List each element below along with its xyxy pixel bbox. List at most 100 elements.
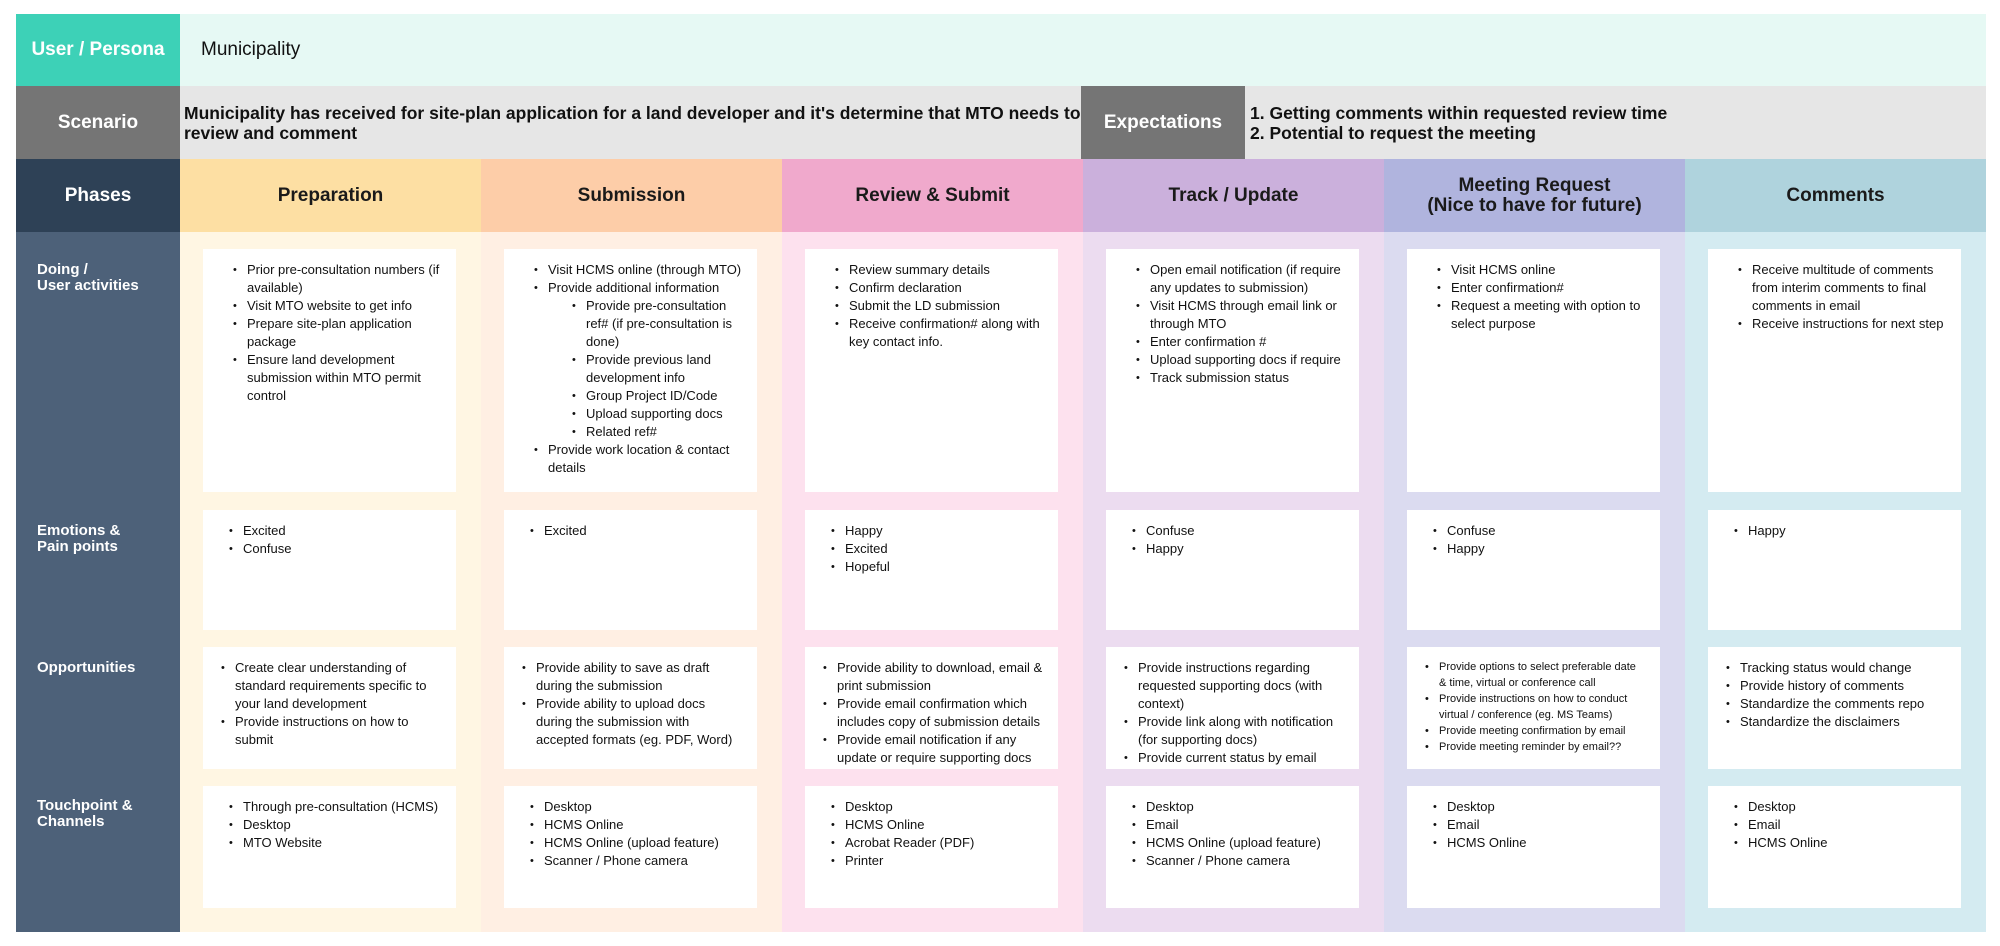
- phase-header-review-submit: Review & Submit: [782, 159, 1083, 232]
- list-item: Provide ability to download, email & pri…: [819, 659, 1044, 695]
- list-item: Desktop: [526, 798, 743, 816]
- list-item: Through pre-consultation (HCMS): [225, 798, 442, 816]
- phase-column-comments: Receive multitude of comments from inter…: [1685, 232, 1986, 932]
- emotions-list: ConfuseHappy: [1128, 522, 1345, 558]
- list-item: Provide instructions on how to submit: [217, 713, 442, 749]
- emotions-list: HappyExcitedHopeful: [827, 522, 1044, 576]
- emotions-card: ConfuseHappy: [1407, 510, 1660, 630]
- touchpoints-list: DesktopEmailHCMS Online (upload feature)…: [1128, 798, 1345, 870]
- list-item: Confirm declaration: [831, 279, 1044, 297]
- list-item: Confuse: [225, 540, 442, 558]
- list-item: Provide ability to upload docs during th…: [518, 695, 743, 749]
- list-item: Printer: [827, 852, 1044, 870]
- phase-column-preparation: Prior pre-consultation numbers (if avail…: [180, 232, 481, 932]
- phase-header-preparation: Preparation: [180, 159, 481, 232]
- list-item: Provide ability to save as draft during …: [518, 659, 743, 695]
- scenario-label: Scenario: [16, 86, 180, 159]
- list-item: Happy: [1730, 522, 1947, 540]
- doing-card: Visit HCMS onlineEnter confirmation#Requ…: [1407, 249, 1660, 492]
- expectations-text: 1. Getting comments within requested rev…: [1250, 86, 1667, 159]
- opportunities-list: Create clear understanding of standard r…: [217, 659, 442, 749]
- list-item: Email: [1730, 816, 1947, 834]
- touchpoints-list: DesktopHCMS OnlineAcrobat Reader (PDF)Pr…: [827, 798, 1044, 870]
- journey-map: User / Persona Municipality Scenario Mun…: [16, 14, 1986, 932]
- list-item: Provide link along with notification (fo…: [1120, 713, 1345, 749]
- persona-value: Municipality: [201, 39, 301, 60]
- list-item-label: Provide additional information: [548, 280, 720, 295]
- list-item: Excited: [827, 540, 1044, 558]
- expectation-line-2: 2. Potential to request the meeting: [1250, 122, 1536, 143]
- persona-label: User / Persona: [16, 14, 180, 86]
- doing-card: Receive multitude of comments from inter…: [1708, 249, 1961, 492]
- touchpoints-list: DesktopEmailHCMS Online: [1730, 798, 1947, 852]
- list-item: Prior pre-consultation numbers (if avail…: [229, 261, 442, 297]
- persona-row: User / Persona Municipality: [16, 14, 1986, 86]
- list-item: Open email notification (if require any …: [1132, 261, 1345, 297]
- list-item: HCMS Online (upload feature): [526, 834, 743, 852]
- list-item: Provide pre-consultation ref# (if pre-co…: [568, 297, 743, 351]
- doing-list: Review summary detailsConfirm declaratio…: [831, 261, 1044, 351]
- list-item: Provide meeting reminder by email??: [1421, 739, 1646, 755]
- emotions-list: ExcitedConfuse: [225, 522, 442, 558]
- list-item: Email: [1429, 816, 1646, 834]
- list-item: Desktop: [827, 798, 1044, 816]
- phase-header-meeting-request: Meeting Request (Nice to have for future…: [1384, 159, 1685, 232]
- opportunities-list: Provide instructions regarding requested…: [1120, 659, 1345, 767]
- list-item: Desktop: [1730, 798, 1947, 816]
- list-item: Visit HCMS online (through MTO): [530, 261, 743, 279]
- list-item: Desktop: [225, 816, 442, 834]
- doing-list: Receive multitude of comments from inter…: [1734, 261, 1947, 333]
- row-label-doing: Doing / User activities: [37, 261, 139, 294]
- emotions-card: ExcitedConfuse: [203, 510, 456, 630]
- emotions-list: Happy: [1730, 522, 1947, 540]
- list-item: Scanner / Phone camera: [1128, 852, 1345, 870]
- list-item: Track submission status: [1132, 369, 1345, 387]
- list-item: Visit HCMS online: [1433, 261, 1646, 279]
- list-item: Visit MTO website to get info: [229, 297, 442, 315]
- touchpoints-list: Through pre-consultation (HCMS)DesktopMT…: [225, 798, 442, 852]
- list-item: Happy: [827, 522, 1044, 540]
- list-item: Submit the LD submission: [831, 297, 1044, 315]
- opportunities-card: Provide options to select preferable dat…: [1407, 647, 1660, 769]
- touchpoints-card: Through pre-consultation (HCMS)DesktopMT…: [203, 786, 456, 908]
- list-item: Provide email notification if any update…: [819, 731, 1044, 767]
- list-item: Receive multitude of comments from inter…: [1734, 261, 1947, 315]
- list-item: Enter confirmation#: [1433, 279, 1646, 297]
- list-item: Excited: [225, 522, 442, 540]
- phases-label: Phases: [16, 159, 180, 232]
- touchpoints-list: DesktopEmailHCMS Online: [1429, 798, 1646, 852]
- touchpoints-list: DesktopHCMS OnlineHCMS Online (upload fe…: [526, 798, 743, 870]
- expectation-line-1: 1. Getting comments within requested rev…: [1250, 102, 1668, 123]
- list-item: Provide meeting confirmation by email: [1421, 723, 1646, 739]
- list-item: HCMS Online: [526, 816, 743, 834]
- list-item: Create clear understanding of standard r…: [217, 659, 442, 713]
- opportunities-list: Tracking status would changeProvide hist…: [1722, 659, 1947, 731]
- opportunities-card: Create clear understanding of standard r…: [203, 647, 456, 769]
- touchpoints-card: DesktopHCMS OnlineHCMS Online (upload fe…: [504, 786, 757, 908]
- list-item: Acrobat Reader (PDF): [827, 834, 1044, 852]
- list-item: Upload supporting docs if require: [1132, 351, 1345, 369]
- list-item: Hopeful: [827, 558, 1044, 576]
- opportunities-card: Provide ability to save as draft during …: [504, 647, 757, 769]
- list-item: Scanner / Phone camera: [526, 852, 743, 870]
- list-item: Happy: [1429, 540, 1646, 558]
- list-item: Confuse: [1429, 522, 1646, 540]
- emotions-card: Excited: [504, 510, 757, 630]
- opportunities-card: Provide instructions regarding requested…: [1106, 647, 1359, 769]
- list-item: Desktop: [1128, 798, 1345, 816]
- list-item: Enter confirmation #: [1132, 333, 1345, 351]
- list-item: Request a meeting with option to select …: [1433, 297, 1646, 333]
- list-item: Provide instructions on how to conduct v…: [1421, 691, 1646, 723]
- list-item: Visit HCMS through email link or through…: [1132, 297, 1345, 333]
- list-item: MTO Website: [225, 834, 442, 852]
- scenario-row: Scenario Municipality has received for s…: [16, 86, 1986, 159]
- list-item: Desktop: [1429, 798, 1646, 816]
- list-item: Provide instructions regarding requested…: [1120, 659, 1345, 713]
- scenario-text: Municipality has received for site-plan …: [184, 102, 1081, 143]
- phase-header-track-update: Track / Update: [1083, 159, 1384, 232]
- phase-column-meeting-request: Visit HCMS onlineEnter confirmation#Requ…: [1384, 232, 1685, 932]
- list-item: Provide options to select preferable dat…: [1421, 659, 1646, 691]
- emotions-list: Excited: [526, 522, 743, 540]
- phase-column-track-update: Open email notification (if require any …: [1083, 232, 1384, 932]
